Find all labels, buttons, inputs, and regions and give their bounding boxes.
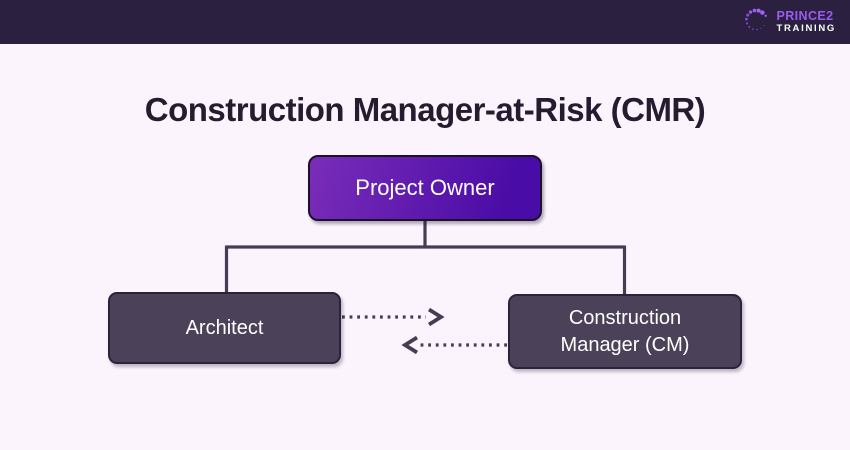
dot-spiral-icon	[742, 2, 772, 43]
header-bar: PRINCE2 TRAINING	[0, 0, 850, 44]
left-arrowhead-icon	[401, 335, 419, 355]
prince2-training-logo[interactable]: PRINCE2 TRAINING	[742, 2, 836, 43]
logo-suffix-text: TRAINING	[776, 22, 836, 34]
project-owner-node: Project Owner	[308, 155, 542, 221]
construction-manager-label: Construction Manager (CM)	[560, 306, 690, 356]
right-arrowhead-icon	[427, 307, 445, 327]
project-owner-label: Project Owner	[355, 175, 495, 200]
logo-wordmark: PRINCE2 TRAINING	[776, 8, 836, 34]
architect-node: Architect	[108, 292, 341, 364]
construction-manager-node: Construction Manager (CM)	[508, 294, 742, 369]
page-title: Construction Manager-at-Risk (CMR)	[144, 91, 706, 128]
logo-brand-text: PRINCE2	[776, 8, 834, 23]
architect-label: Architect	[185, 316, 264, 339]
